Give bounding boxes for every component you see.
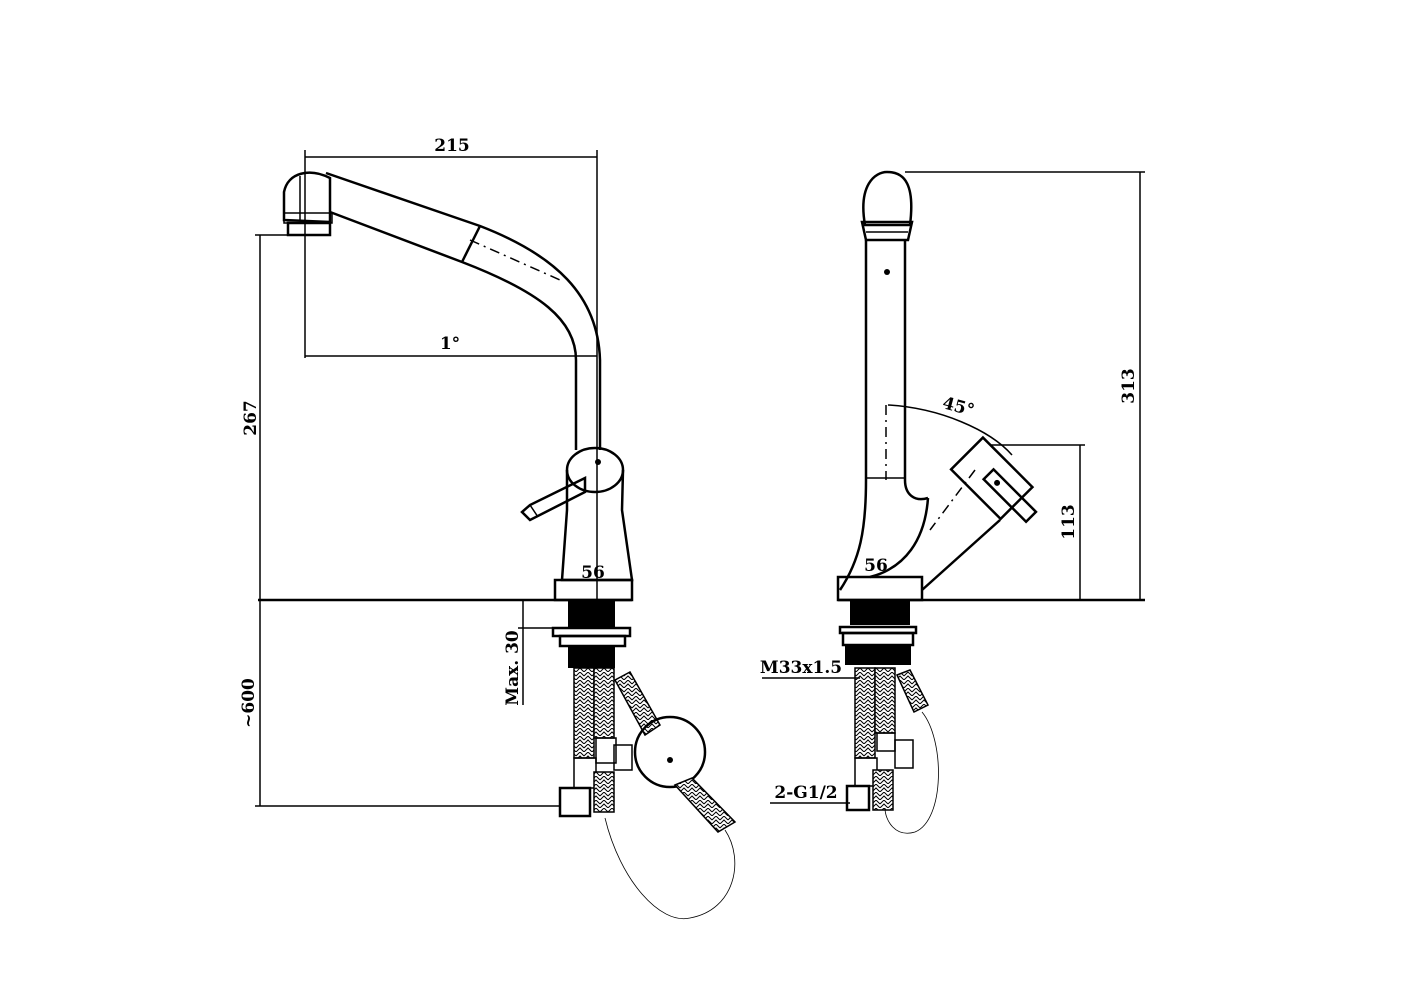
hose-length-label: ~600 <box>239 678 259 728</box>
front-dimensions <box>762 171 1145 804</box>
lever-handle <box>520 475 587 522</box>
spout-reach-label: 215 <box>434 136 470 156</box>
outlet-height-label: 267 <box>241 400 261 436</box>
side-base-diameter-label: 56 <box>581 563 605 583</box>
connection-label: 2-G1/2 <box>774 783 837 803</box>
max-deck-thickness-label: Max. 30 <box>503 630 523 706</box>
side-dimensions <box>255 150 598 807</box>
lever-handle-front <box>949 435 1038 524</box>
spout-head-front <box>860 170 914 275</box>
side-view: 215 1° 267 56 Max. 30 ~600 <box>239 136 737 920</box>
mounting-shank-front <box>838 600 918 665</box>
spout-angle-label: 1° <box>440 334 460 354</box>
total-height-label: 313 <box>1119 368 1139 404</box>
lever-angle-label: 45° <box>940 393 976 421</box>
spout-tube-front <box>838 240 930 591</box>
lever-axis <box>929 469 976 531</box>
supply-hoses-front <box>845 667 939 834</box>
front-view: 313 45° 113 56 M33x1.5 2-G1/2 <box>760 170 1145 834</box>
front-base-diameter-label: 56 <box>864 556 888 576</box>
thread-label: M33x1.5 <box>760 658 842 678</box>
mounting-shank <box>551 600 632 668</box>
spout-head <box>282 171 333 237</box>
spout-tube <box>325 171 602 450</box>
lever-height-label: 113 <box>1059 504 1079 540</box>
supply-hoses <box>558 667 737 920</box>
